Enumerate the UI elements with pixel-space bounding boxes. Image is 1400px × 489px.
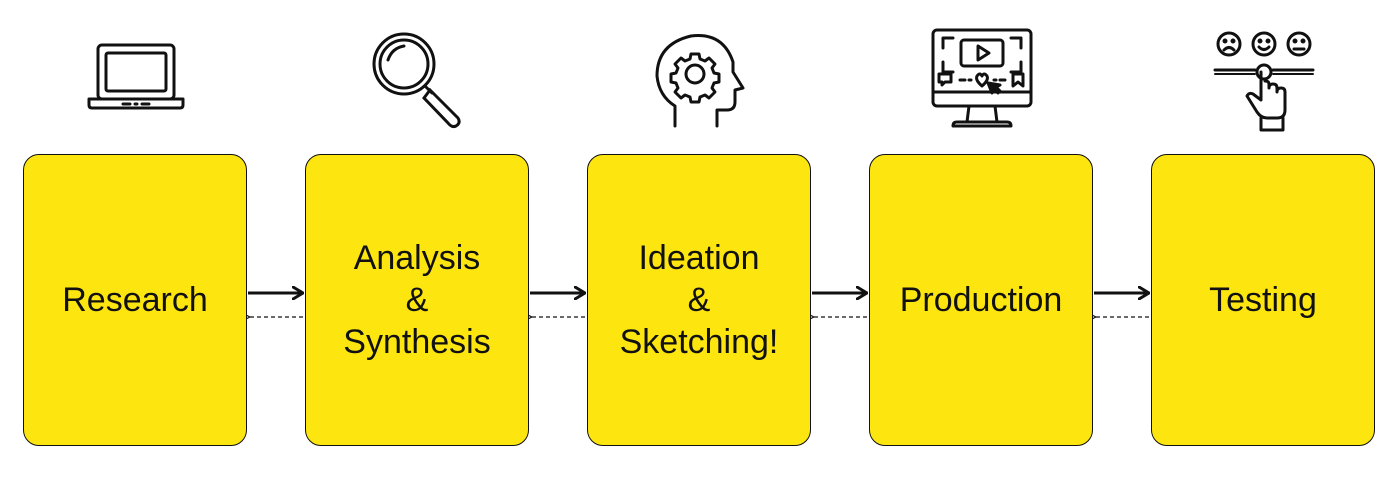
connector-analysis-ideation [530, 293, 585, 317]
step-box-testing: Testing [1151, 154, 1375, 446]
step-label: Testing [1209, 281, 1317, 319]
connector-production-testing [1094, 293, 1149, 317]
step-box-production: Production [869, 154, 1093, 446]
connector-ideation-production [812, 293, 867, 317]
connector-research-analysis [248, 293, 303, 317]
step-box-ideation-sketching: Ideation & Sketching! [587, 154, 811, 446]
step-label: Ideation & Sketching! [619, 239, 779, 361]
step-label: Production [899, 281, 1063, 319]
step-box-research: Research [23, 154, 247, 446]
laptop-icon [81, 26, 191, 136]
magnifier-icon [362, 26, 472, 136]
step-box-analysis-synthesis: Analysis & Synthesis [305, 154, 529, 446]
video-monitor-icon [927, 26, 1037, 136]
step-label: Research [62, 281, 208, 319]
feedback-rating-icon [1209, 26, 1319, 136]
step-label: Analysis & Synthesis [343, 239, 491, 361]
head-gear-icon [645, 26, 755, 136]
